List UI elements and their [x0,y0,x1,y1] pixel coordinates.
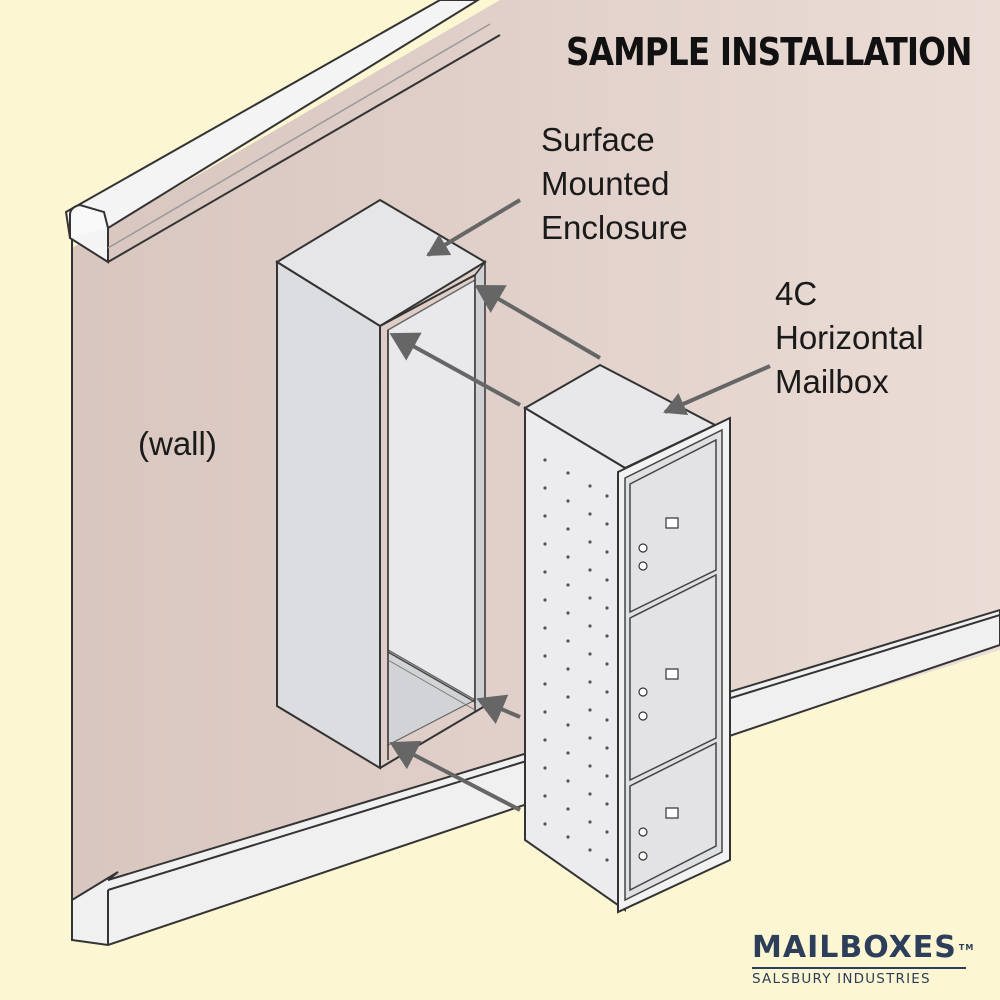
side-hole [605,858,609,862]
side-hole [605,550,609,554]
side-hole [605,774,609,778]
mailbox-label: 4C Horizontal Mailbox [775,272,924,404]
side-hole [588,568,592,572]
4c-horizontal-mailbox [523,363,731,914]
side-hole [605,634,609,638]
side-hole [605,494,609,498]
side-hole [588,848,592,852]
side-hole [605,746,609,750]
logo-name-text: MAILBOXES [752,930,957,965]
side-hole [543,682,547,686]
side-hole [588,820,592,824]
side-hole [588,540,592,544]
side-hole [588,512,592,516]
enclosure-label: Surface Mounted Enclosure [541,118,688,250]
logo-trademark: TM [958,943,975,952]
side-hole [543,710,547,714]
mailbox-label-line-3: Mailbox [775,363,889,400]
mailbox-leader [663,364,771,415]
side-hole [566,723,570,727]
side-hole [543,458,547,462]
label-leaders [426,198,771,415]
side-hole [605,522,609,526]
side-hole [566,835,570,839]
side-hole [588,624,592,628]
installation-arrows [389,284,602,812]
mailbox-label-line-1: 4C [775,275,818,312]
enclosure-label-line-3: Enclosure [541,209,688,246]
side-hole [605,578,609,582]
side-hole [566,611,570,615]
side-hole [543,794,547,798]
mailbox-side [524,406,626,912]
wall-label: (wall) [138,425,217,462]
page-title: SAMPLE INSTALLATION [566,30,972,74]
side-hole [566,583,570,587]
side-hole [605,662,609,666]
enclosure-left-side [276,260,381,770]
side-hole [566,639,570,643]
mailbox-label-line-2: Horizontal [775,319,924,356]
side-hole [543,514,547,518]
enclosure-label-line-2: Mounted [541,165,670,202]
side-hole [588,736,592,740]
side-hole [605,830,609,834]
side-hole [566,527,570,531]
enclosure-leader [426,198,522,257]
side-hole [543,738,547,742]
side-hole [566,751,570,755]
side-hole [605,718,609,722]
side-hole [588,680,592,684]
logo-subtitle: SALSBURY INDUSTRIES [752,971,931,987]
side-hole [543,570,547,574]
side-hole [588,708,592,712]
side-hole [566,779,570,783]
mailbox-side-holes [543,458,609,862]
side-hole [566,667,570,671]
logo-rule [752,967,966,969]
side-hole [566,499,570,503]
side-hole [543,654,547,658]
side-hole [588,792,592,796]
side-hole [543,598,547,602]
side-hole [588,596,592,600]
side-hole [605,606,609,610]
side-hole [543,766,547,770]
enclosure-back-panel [387,278,476,702]
side-hole [566,807,570,811]
side-hole [566,695,570,699]
side-hole [605,690,609,694]
side-hole [543,626,547,630]
enclosure-right-flange [474,259,486,714]
side-hole [566,471,570,475]
enclosure-label-line-1: Surface [541,121,655,158]
side-hole [605,802,609,806]
side-hole [543,822,547,826]
side-hole [566,555,570,559]
side-hole [588,764,592,768]
surface-mounted-enclosure [275,198,487,770]
side-hole [543,542,547,546]
side-hole [588,652,592,656]
side-hole [543,486,547,490]
side-hole [588,484,592,488]
